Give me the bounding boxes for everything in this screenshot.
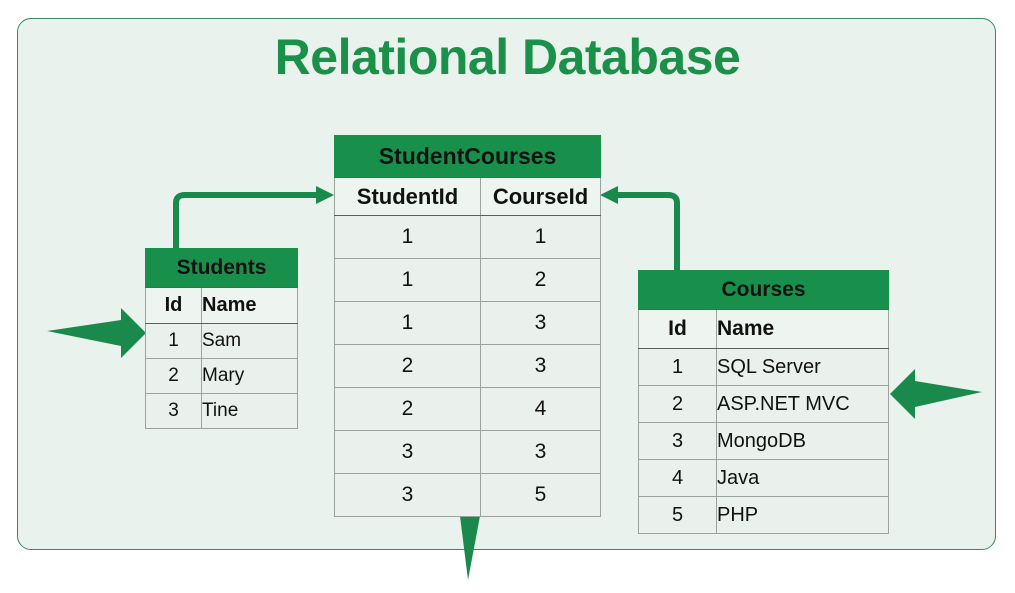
table-row: 1 1 (334, 215, 602, 259)
column-header-courseid: CourseId (479, 177, 602, 216)
table-row: 2 Mary (145, 358, 298, 394)
cell-studentid: 1 (334, 258, 481, 302)
table-row: 3 3 (334, 430, 602, 474)
table-title-row: Students (145, 248, 298, 288)
cell-name: Mary (201, 358, 298, 394)
table-row: 1 SQL Server (638, 348, 889, 386)
column-header-id: Id (145, 287, 202, 324)
table-row: 3 MongoDB (638, 422, 889, 460)
table-title-row: Courses (638, 270, 889, 310)
table-header-row: StudentId CourseId (334, 177, 602, 216)
table-row: 2 3 (334, 344, 602, 388)
cell-name: Sam (201, 323, 298, 359)
cell-studentid: 2 (334, 344, 481, 388)
cell-studentid: 1 (334, 301, 481, 345)
table-row: 3 Tine (145, 393, 298, 429)
table-row: 4 Java (638, 459, 889, 497)
table-title-courses: Courses (638, 270, 889, 310)
table-title-student-courses: StudentCourses (333, 135, 602, 178)
table-courses: Courses Id Name 1 SQL Server 2 ASP.NET M… (638, 270, 889, 534)
table-row: 1 2 (334, 258, 602, 302)
table-title-students: Students (145, 248, 298, 288)
cell-name: MongoDB (716, 422, 889, 460)
cell-courseid: 5 (479, 473, 602, 517)
cell-id: 5 (638, 496, 717, 534)
table-row: 1 3 (334, 301, 602, 345)
cell-courseid: 2 (479, 258, 602, 302)
cell-id: 2 (638, 385, 717, 423)
cell-id: 3 (145, 393, 202, 429)
cell-courseid: 4 (479, 387, 602, 431)
cell-name: Java (716, 459, 889, 497)
cell-id: 3 (638, 422, 717, 460)
cell-courseid: 3 (479, 430, 602, 474)
cell-studentid: 2 (334, 387, 481, 431)
table-students: Students Id Name 1 Sam 2 Mary 3 Tine (145, 248, 298, 429)
column-header-name: Name (716, 309, 889, 349)
table-header-row: Id Name (638, 309, 889, 349)
column-header-name: Name (201, 287, 298, 324)
cell-name: PHP (716, 496, 889, 534)
table-header-row: Id Name (145, 287, 298, 324)
page-title: Relational Database (274, 29, 741, 85)
table-title-row: StudentCourses (333, 135, 602, 178)
cell-name: SQL Server (716, 348, 889, 386)
cell-name: ASP.NET MVC (716, 385, 889, 423)
cell-courseid: 1 (479, 215, 602, 259)
cell-id: 1 (638, 348, 717, 386)
cell-id: 4 (638, 459, 717, 497)
table-row: 5 PHP (638, 496, 889, 534)
cell-name: Tine (201, 393, 298, 429)
cell-id: 1 (145, 323, 202, 359)
cell-courseid: 3 (479, 301, 602, 345)
column-header-studentid: StudentId (334, 177, 481, 216)
cell-studentid: 1 (334, 215, 481, 259)
table-row: 1 Sam (145, 323, 298, 359)
cell-id: 2 (145, 358, 202, 394)
table-row: 2 ASP.NET MVC (638, 385, 889, 423)
column-header-id: Id (638, 309, 717, 349)
table-student-courses: StudentCourses StudentId CourseId 1 1 1 … (333, 135, 602, 517)
cell-studentid: 3 (334, 430, 481, 474)
table-row: 3 5 (334, 473, 602, 517)
cell-courseid: 3 (479, 344, 602, 388)
cell-studentid: 3 (334, 473, 481, 517)
table-row: 2 4 (334, 387, 602, 431)
